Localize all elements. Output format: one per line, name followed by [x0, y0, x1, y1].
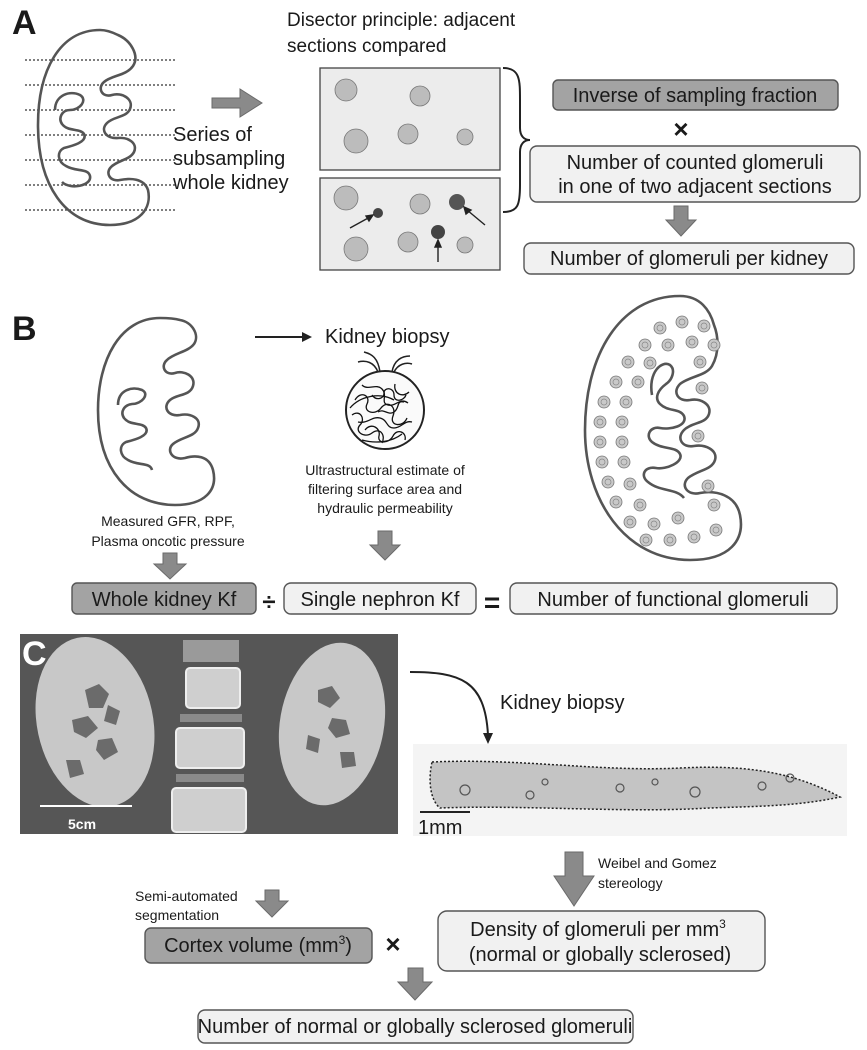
- glomerulus-illustration: [345, 351, 425, 450]
- counted-text-1: Number of counted glomeruli: [567, 152, 824, 174]
- semi-text-2: segmentation: [135, 907, 219, 923]
- density-box: [437, 910, 766, 972]
- ultra-text-2: filtering surface area and: [308, 481, 462, 497]
- disector-title-2: sections compared: [287, 36, 446, 57]
- ultra-text-3: hydraulic permeability: [317, 500, 452, 516]
- series-line-1: Series of: [173, 124, 252, 146]
- inverse-sampling-text: Inverse of sampling fraction: [573, 85, 818, 107]
- times-sign-c: ×: [385, 929, 400, 959]
- kidney-glomeruli-inner: [642, 362, 686, 499]
- kidney-biopsy-c: Kidney biopsy: [500, 692, 625, 714]
- pointer-arrows: [349, 205, 486, 262]
- single-kf-text: Single nephron Kf: [300, 589, 459, 611]
- panel-a-label: A: [12, 4, 37, 42]
- kidney-inner: [53, 91, 92, 188]
- cortex-volume-box: [144, 927, 373, 964]
- density-text-1: Density of glomeruli per mm3: [470, 917, 726, 941]
- inverse-sampling-box: [552, 79, 839, 111]
- panel-b: B Kidney biopsy: [12, 294, 838, 618]
- section-1-glomeruli: [334, 78, 474, 154]
- arrow-down-c3: [396, 967, 434, 1001]
- kidney-outline: [36, 28, 151, 227]
- density-text-2: (normal or globally sclerosed): [469, 944, 731, 966]
- section-lines: [25, 59, 175, 211]
- weibel-text-1: Weibel and Gomez: [598, 855, 717, 871]
- result-box-a: [523, 242, 855, 275]
- kidney-glomeruli-outline: [583, 294, 743, 562]
- arrow-down-b2: [368, 530, 402, 561]
- cortex-volume-text: Cortex volume (mm3): [164, 933, 352, 957]
- single-kf-box: [283, 582, 477, 615]
- curved-arrow-head: [483, 733, 493, 744]
- arrow-down-c2: [254, 889, 290, 918]
- section-2-glomeruli: [333, 185, 474, 262]
- ultra-text-1: Ultrastructural estimate of: [305, 462, 465, 478]
- kidney-biopsy-b: Kidney biopsy: [325, 326, 450, 348]
- panel-c-label: C: [22, 635, 47, 673]
- arrow-down-a: [664, 205, 698, 237]
- measured-text-2: Plasma oncotic pressure: [91, 533, 245, 549]
- functional-box: [509, 582, 838, 615]
- counted-text-2: in one of two adjacent sections: [558, 176, 832, 198]
- functional-text: Number of functional glomeruli: [537, 589, 808, 611]
- counted-box: [529, 145, 861, 203]
- glomeruli-dots: [593, 315, 723, 547]
- whole-kf-text: Whole kidney Kf: [92, 589, 237, 611]
- series-line-3: whole kidney: [172, 172, 289, 194]
- ct-scan-image: [20, 634, 398, 834]
- divide-sign: ÷: [262, 589, 275, 616]
- semi-text-1: Semi-automated: [135, 888, 238, 904]
- biopsy-scale-label: 1mm: [418, 817, 462, 839]
- ct-scale-label: 5cm: [68, 816, 96, 832]
- weibel-text-2: stereology: [598, 875, 663, 891]
- arrow-biopsy-b-head: [302, 332, 312, 342]
- times-sign-a: ×: [673, 114, 688, 144]
- panel-a: A Series of subsampling whole kidney Dis…: [12, 4, 861, 275]
- final-result-box: [197, 1009, 634, 1044]
- series-line-2: subsampling: [173, 148, 285, 170]
- final-result-text: Number of normal or globally sclerosed g…: [198, 1016, 633, 1038]
- whole-kf-box: [71, 582, 257, 615]
- curved-arrow: [409, 671, 489, 736]
- biopsy-image: [413, 744, 847, 836]
- arrow-right: [211, 88, 263, 118]
- kidney-inner-b: [116, 387, 154, 471]
- kidney-outline-b: [96, 316, 216, 507]
- equals-sign: =: [484, 587, 500, 618]
- measured-text-1: Measured GFR, RPF,: [101, 513, 235, 529]
- panel-c: C 5cm Kidney biopsy 1mm Weibel and Gomez…: [20, 634, 847, 1044]
- arrow-down-b1: [152, 552, 188, 580]
- result-text-a: Number of glomeruli per kidney: [550, 248, 828, 270]
- panel-b-label: B: [12, 310, 37, 348]
- disector-title-1: Disector principle: adjacent: [287, 10, 516, 31]
- arrow-down-c1: [553, 851, 595, 907]
- brace: [502, 67, 531, 213]
